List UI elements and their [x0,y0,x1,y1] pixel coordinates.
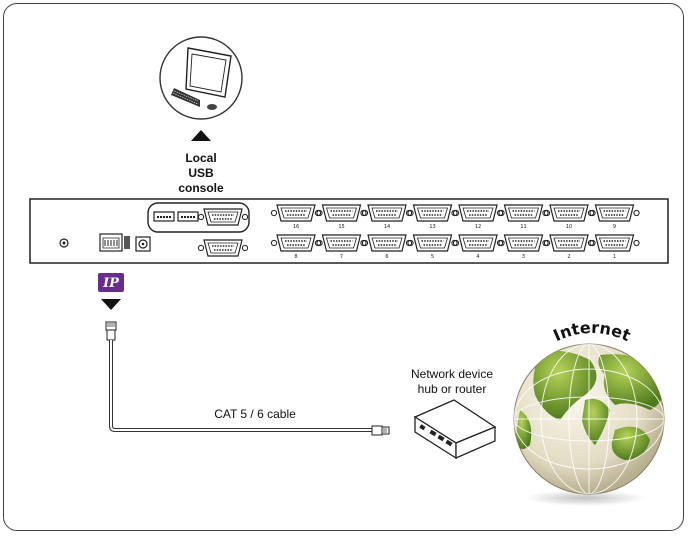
port-number-label: 13 [429,224,435,230]
local-console-label: Local USB console [166,151,236,196]
port-number-label: 7 [340,254,343,260]
port-number-label: 5 [431,254,434,260]
computer-icon [159,36,243,120]
network-device-label: Network device hub or router [400,367,504,397]
ports-bottom-row: 8 7 6 5 4 3 2 1 [270,234,640,260]
port-number-label: 15 [338,224,344,230]
diagram-frame [3,3,684,531]
port-number-label: 8 [294,254,297,260]
port-number-label: 14 [384,224,390,230]
port-number-label: 1 [613,254,616,260]
local-console-label-line1: Local [185,151,217,165]
port-number-label: 12 [475,224,481,230]
port-number-label: 3 [522,254,525,260]
port-number-label: 16 [293,224,299,230]
local-console-label-line2: USB [188,166,214,180]
cable-label: CAT 5 / 6 cable [214,407,296,421]
network-device-icon [413,399,497,460]
port-number-label: 9 [613,224,616,230]
port-number-label: 11 [520,224,526,230]
port-number-label: 10 [566,224,572,230]
ports-top-row: 16 15 14 13 12 11 10 9 [270,204,640,230]
globe-label: Internet [550,318,633,345]
ip-badge-text: IP [102,276,120,291]
cable-plug-right-icon [371,425,390,436]
down-arrow-icon [101,299,121,310]
local-console-label-line3: console [178,181,224,195]
port-number-label: 2 [567,254,570,260]
network-device-label-line1: Network device [410,367,494,381]
rj45-plug-icon [105,321,117,341]
ip-badge [98,273,124,292]
port-number-label: 6 [385,254,388,260]
port-number-label: 4 [476,254,479,260]
network-device-label-line2: hub or router [417,382,487,396]
up-arrow-icon [191,130,211,141]
globe-icon [513,343,665,506]
